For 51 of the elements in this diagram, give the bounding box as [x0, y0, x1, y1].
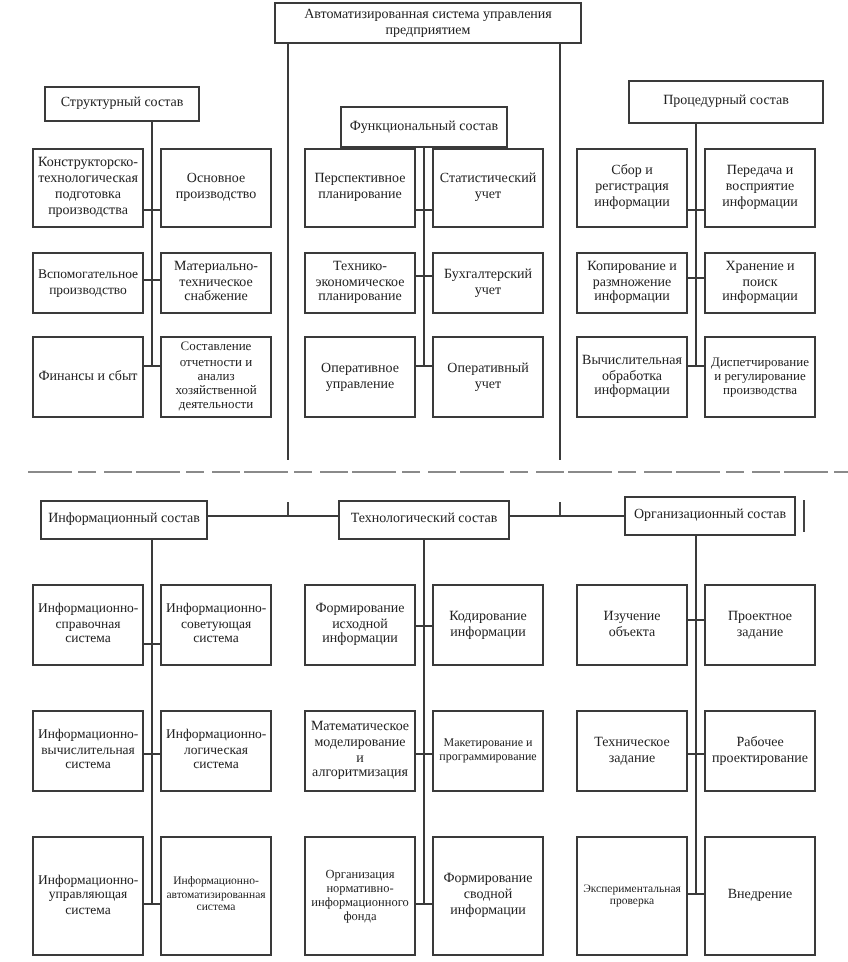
item-box	[576, 584, 688, 666]
item-box	[576, 710, 688, 792]
system-box	[274, 2, 582, 44]
item-box	[704, 710, 816, 792]
item-box	[432, 584, 544, 666]
connector-line	[151, 121, 161, 367]
item-box	[304, 336, 416, 418]
item-box	[704, 336, 816, 418]
connector-line	[207, 515, 339, 517]
item-box	[704, 148, 816, 228]
item-box	[160, 252, 272, 314]
item-box	[32, 710, 144, 792]
group-box	[338, 500, 510, 540]
item-box	[432, 252, 544, 314]
group-box	[40, 500, 208, 540]
connector-line	[695, 123, 705, 367]
item-box	[704, 584, 816, 666]
item-box	[160, 336, 272, 418]
item-box	[432, 148, 544, 228]
item-box	[160, 584, 272, 666]
item-box	[576, 252, 688, 314]
item-box	[704, 252, 816, 314]
item-box	[304, 584, 416, 666]
item-box	[32, 252, 144, 314]
connector-line	[695, 535, 705, 895]
item-box	[160, 148, 272, 228]
group-box	[628, 80, 824, 124]
connector-line	[509, 515, 625, 517]
connector-line	[287, 43, 289, 461]
group-box	[624, 496, 796, 536]
item-box	[432, 336, 544, 418]
group-box	[44, 86, 200, 122]
item-box	[704, 836, 816, 956]
item-box	[432, 836, 544, 956]
item-box	[304, 836, 416, 956]
connector-line	[151, 539, 161, 905]
connector-line	[423, 147, 433, 367]
item-box	[304, 252, 416, 314]
item-box	[576, 336, 688, 418]
item-box	[432, 710, 544, 792]
item-box	[576, 836, 688, 956]
item-box	[32, 584, 144, 666]
connector-line	[559, 43, 561, 461]
item-box	[160, 710, 272, 792]
item-box	[32, 836, 144, 956]
item-box	[576, 148, 688, 228]
item-box	[160, 836, 272, 956]
item-box	[304, 148, 416, 228]
item-box	[32, 336, 144, 418]
group-box	[340, 106, 508, 148]
connector-line	[423, 539, 433, 905]
